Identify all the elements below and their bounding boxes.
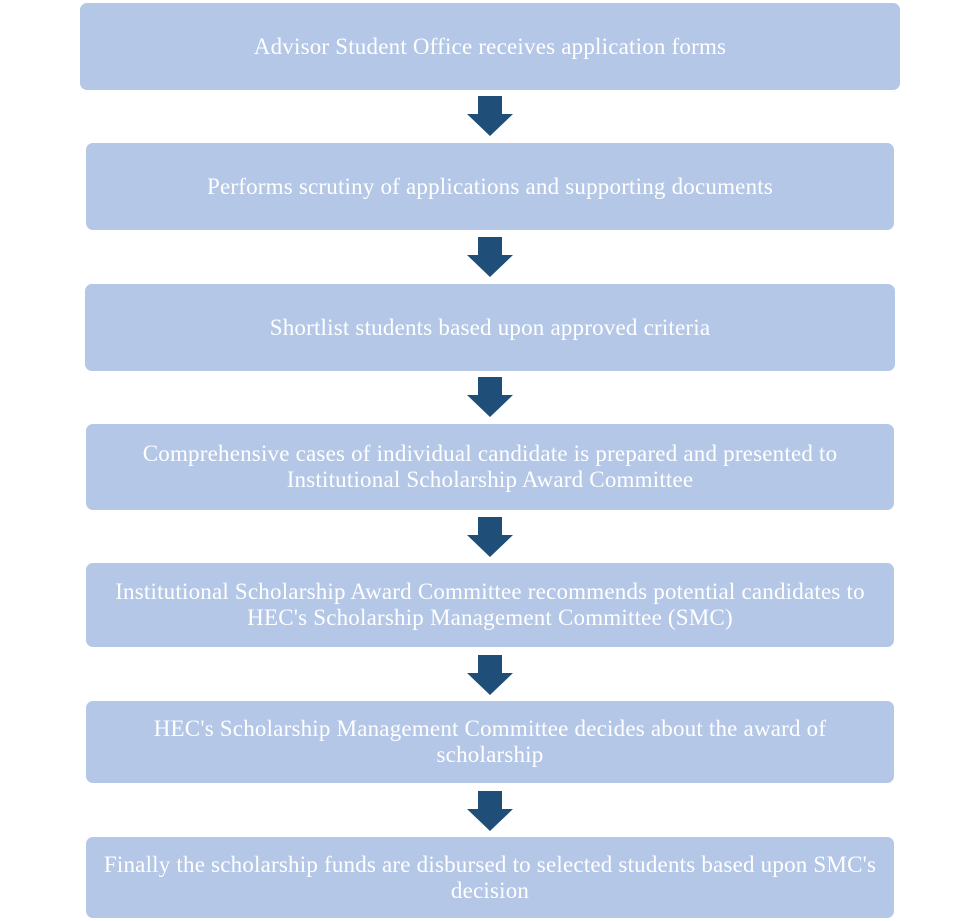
flow-step-3-shortlist: Shortlist students based upon approved c… bbox=[85, 284, 895, 371]
down-arrow-icon bbox=[467, 791, 513, 831]
down-arrow-icon bbox=[467, 377, 513, 417]
down-arrow-icon bbox=[467, 517, 513, 557]
flow-step-label: Advisor Student Office receives applicat… bbox=[253, 33, 727, 59]
flow-step-label: Comprehensive cases of individual candid… bbox=[142, 441, 838, 492]
flow-step-1-receive-applications: Advisor Student Office receives applicat… bbox=[80, 3, 900, 90]
flow-step-4-prepare-cases: Comprehensive cases of individual candid… bbox=[86, 424, 894, 510]
flow-step-label: Performs scrutiny of applications and su… bbox=[206, 173, 774, 199]
flow-step-7-funds-disbursed: Finally the scholarship funds are disbur… bbox=[86, 837, 894, 918]
flow-step-label: Shortlist students based upon approved c… bbox=[269, 314, 711, 340]
down-arrow-icon bbox=[467, 237, 513, 277]
down-arrow-icon bbox=[467, 96, 513, 136]
flow-step-label: Institutional Scholarship Award Committe… bbox=[115, 579, 865, 630]
flow-step-label: HEC's Scholarship Management Committee d… bbox=[153, 716, 827, 767]
flow-step-5-committee-recommends: Institutional Scholarship Award Committe… bbox=[86, 563, 894, 647]
flow-step-6-smc-decides: HEC's Scholarship Management Committee d… bbox=[86, 701, 894, 783]
flow-step-label: Finally the scholarship funds are disbur… bbox=[103, 851, 877, 903]
down-arrow-icon bbox=[467, 655, 513, 695]
flow-step-2-scrutiny: Performs scrutiny of applications and su… bbox=[86, 143, 894, 230]
